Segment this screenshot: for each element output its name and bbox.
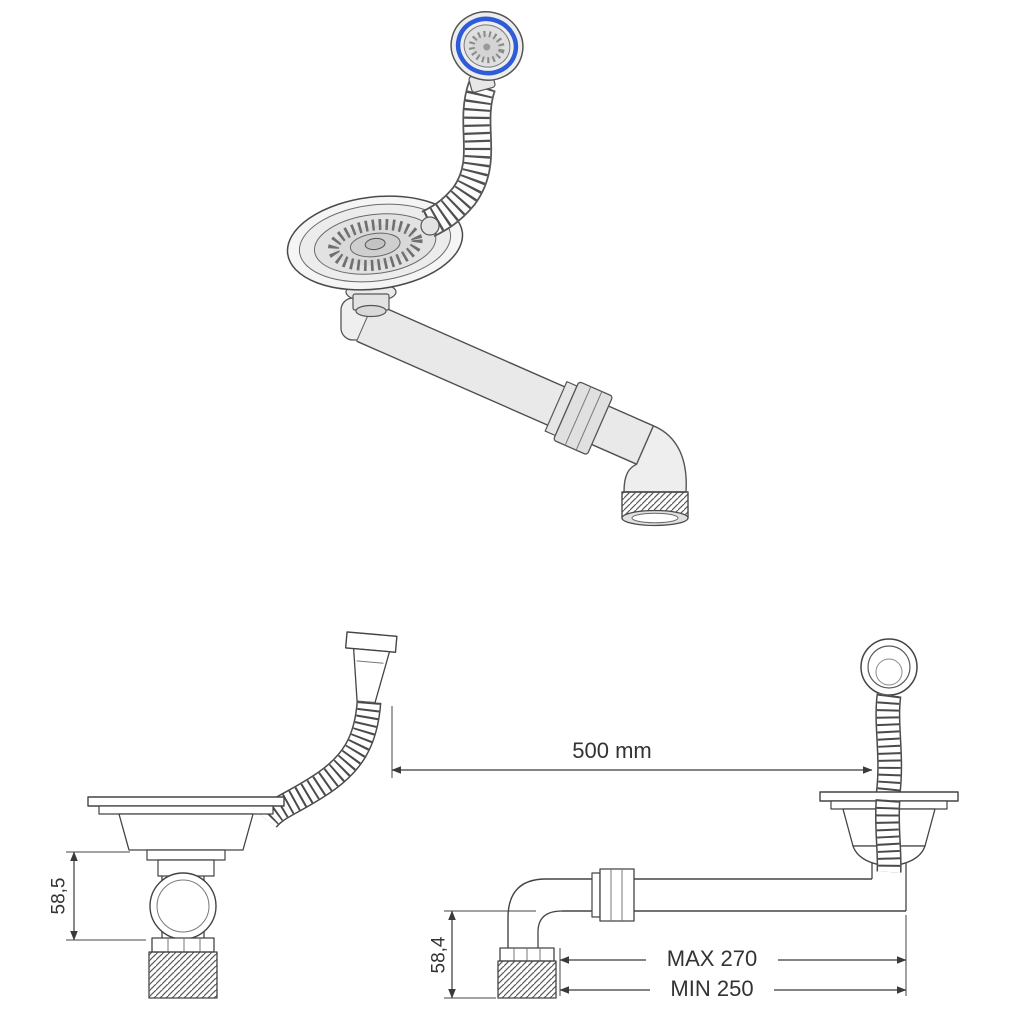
waste-pipe-horizontal: 58,4 MAX 270 MIN 250 <box>429 868 907 1002</box>
coupling-nut-3d <box>544 381 613 455</box>
threaded-outlet-3d <box>621 491 689 527</box>
strainer-basket-3d <box>286 195 464 291</box>
overflow-hose-3d <box>421 81 496 237</box>
dim-label-58-5: 58,5 <box>49 878 70 915</box>
dimension-min-250: MIN 250 <box>559 976 907 1002</box>
threaded-tail-bottom <box>497 947 557 999</box>
assembly-3d-view <box>286 11 689 527</box>
side-view-left: 58,5 <box>49 631 398 999</box>
dim-label-min: MIN 250 <box>670 976 753 1001</box>
dimension-58-5: 58,5 <box>49 851 146 941</box>
dimension-max-270: MAX 270 <box>559 915 907 996</box>
overflow-hose-front-lower <box>874 799 902 873</box>
dim-label-58-4: 58,4 <box>429 936 450 973</box>
hose-connector-3d <box>420 216 440 236</box>
threaded-tail-left <box>148 951 218 999</box>
overflow-head-3d <box>450 11 524 81</box>
pipe-coupling-nut <box>591 868 635 922</box>
tail-nut-left-view <box>151 937 215 953</box>
strainer-side-view <box>87 796 285 999</box>
basket-knob <box>364 237 386 251</box>
dimension-58-4: 58,4 <box>429 910 536 999</box>
front-view-right <box>819 638 959 911</box>
min-label-backing <box>650 977 774 1002</box>
overflow-outlet-side <box>344 631 398 704</box>
dim-label-500mm: 500 mm <box>572 738 651 763</box>
pipe-elbow-left <box>507 878 563 948</box>
overflow-blue-ring <box>455 16 519 76</box>
dimension-500mm: 500 mm <box>391 706 873 778</box>
overflow-hose-front-upper <box>875 693 903 797</box>
overflow-rosette-front <box>860 638 918 696</box>
dim-label-max: MAX 270 <box>667 946 758 971</box>
max-label-backing <box>646 947 778 972</box>
overflow-hose-side <box>257 700 382 829</box>
bottle-trap-circle <box>149 872 217 940</box>
